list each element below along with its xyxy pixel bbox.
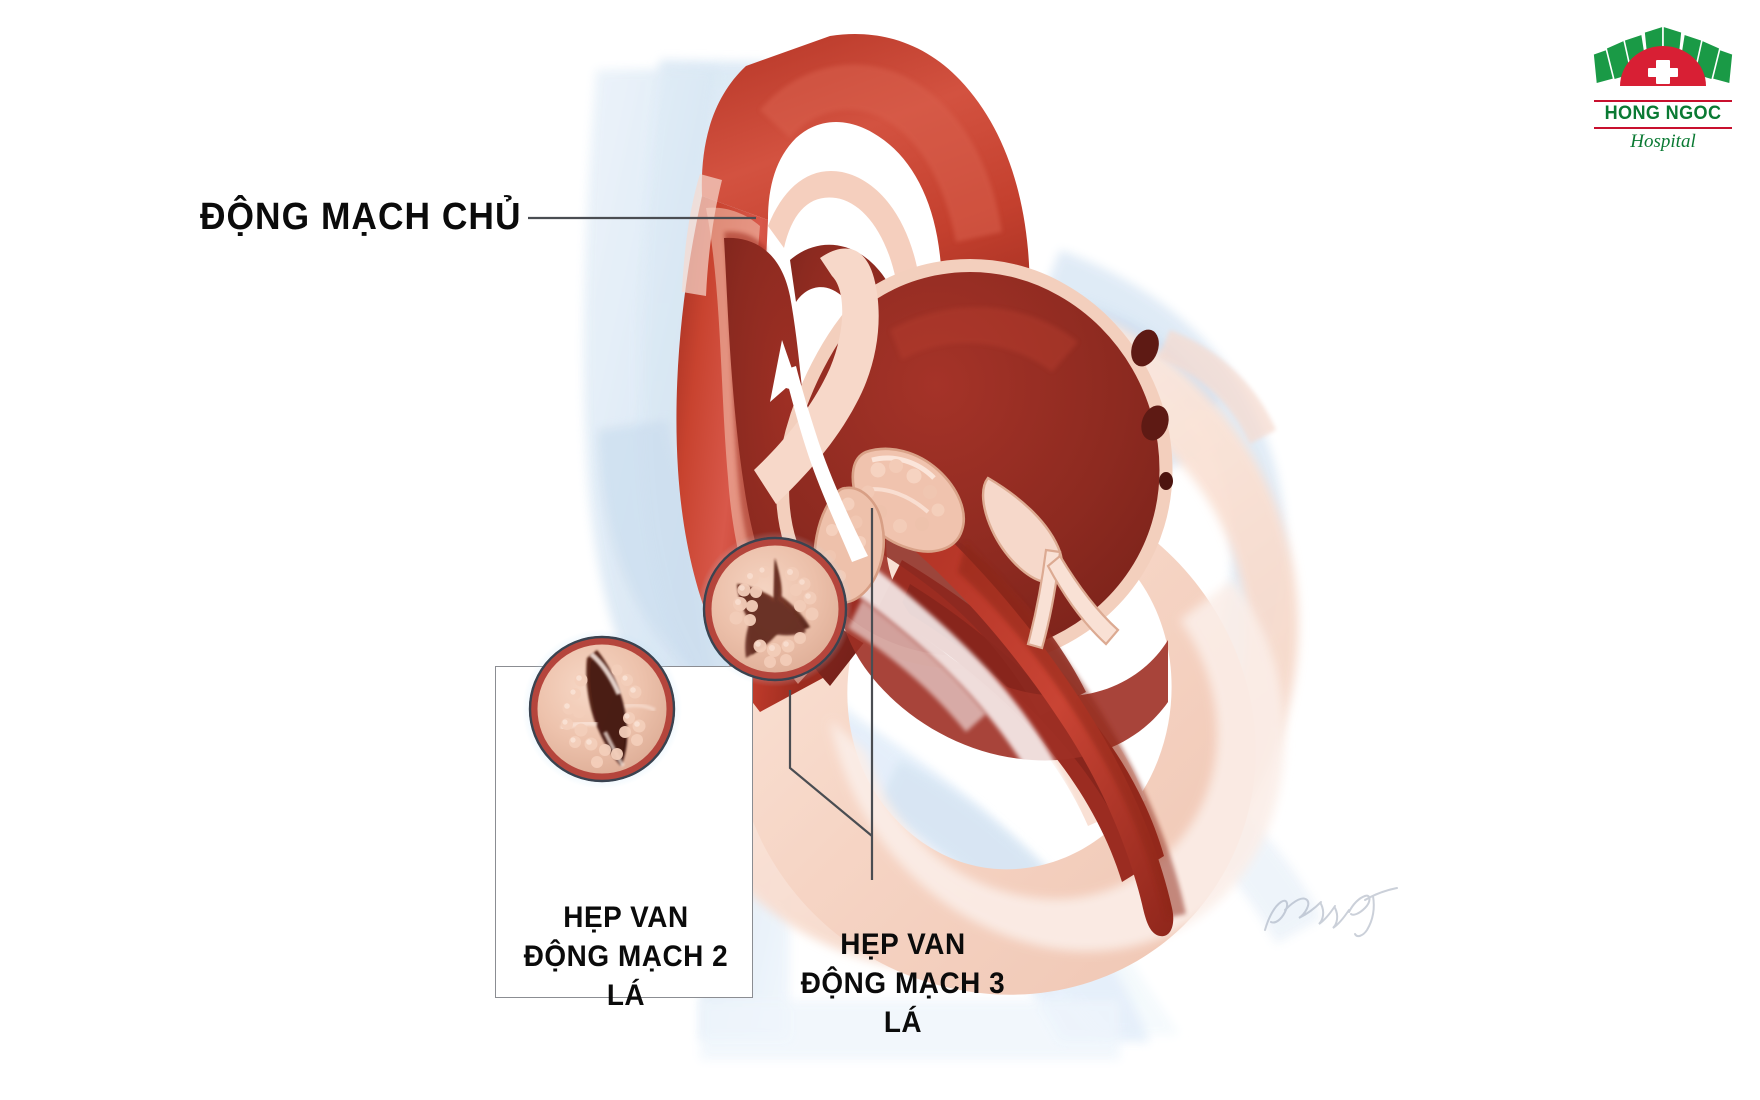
artist-signature [1264,887,1398,938]
label-bicuspid-line1: HẸP VAN [563,901,689,934]
logo-rule-top [1594,100,1732,102]
blood-flow-arrow [770,340,868,562]
logo-rule-bottom [1594,127,1732,129]
logo-sub-text: Hospital [1630,131,1696,152]
label-aorta: ĐỘNG MẠCH CHỦ [200,196,522,238]
lotus-cross-logo-icon [1592,24,1734,86]
logo-brand-text: HONG NGOC [1604,103,1722,124]
label-bicuspid-line2: ĐỘNG MẠCH 2 LÁ [523,940,729,1012]
hospital-logo: HONG NGOC Hospital [1590,18,1736,152]
label-bicuspid-stenosis: HẸP VAN ĐỘNG MẠCH 2 LÁ [497,898,755,1015]
label-tricuspid-line2: ĐỘNG MẠCH 3 LÁ [800,967,1006,1039]
bicuspid-valve-illustration [522,629,682,789]
label-tricuspid-stenosis: HẸP VAN ĐỘNG MẠCH 3 LÁ [778,925,1028,1042]
heart-anatomy [660,33,1299,995]
label-tricuspid-line1: HẸP VAN [840,928,966,961]
tricuspid-valve-illustration [697,531,853,687]
